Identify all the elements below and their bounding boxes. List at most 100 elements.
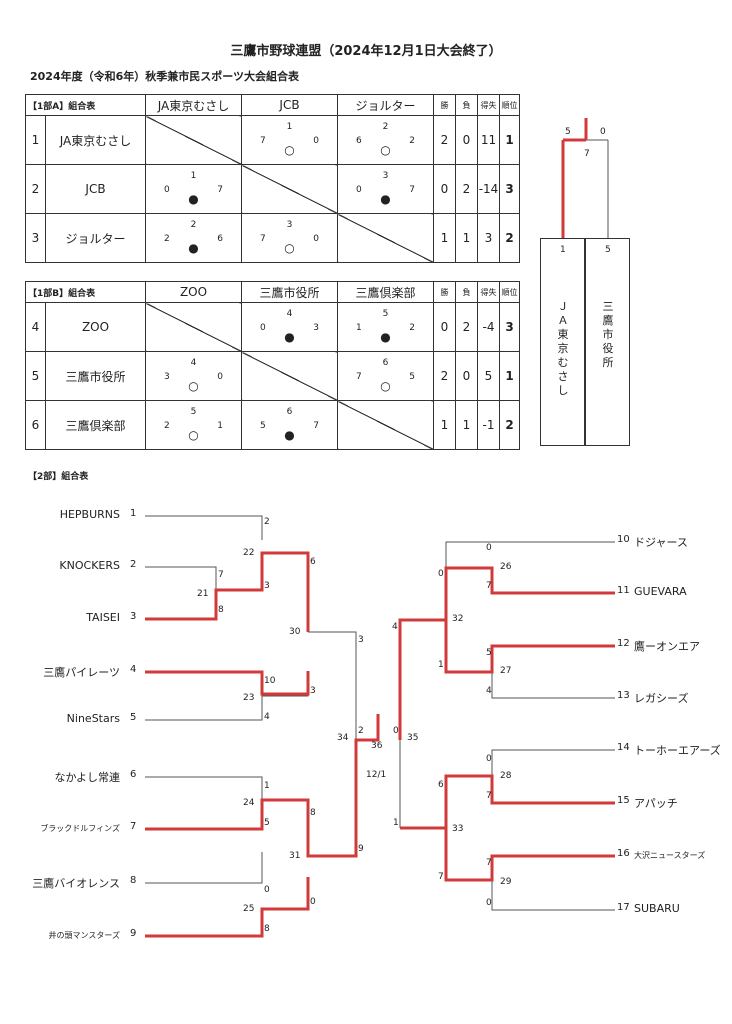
bracket-score: 0	[486, 754, 492, 764]
bracket-score: 3	[264, 581, 270, 591]
bracket-game-number: 35	[407, 733, 419, 743]
score-for: 0	[260, 323, 266, 333]
left-team-name: ブラックドルフィンズ	[40, 824, 120, 833]
bracket-score: 8	[264, 924, 270, 934]
game-number: 2	[382, 122, 389, 132]
left-team-number: 1	[130, 508, 137, 519]
bracket-score: 2	[358, 726, 364, 736]
result-mark: ○	[380, 379, 391, 393]
bracket-game-number: 22	[243, 548, 255, 558]
result-mark: ○	[188, 428, 199, 442]
left-team-name: TAISEI	[86, 611, 120, 624]
left-team-number: 2	[130, 559, 137, 570]
left-team-number: 3	[130, 611, 137, 622]
bracket-score: 4	[486, 686, 492, 696]
score-against: 7	[409, 185, 415, 195]
bracket-game-number: 25	[243, 904, 255, 914]
bracket-score: 6	[438, 780, 444, 790]
final-score-left: 5	[565, 127, 571, 137]
score-for: 3	[164, 372, 170, 382]
page-subtitle: 2024年度（令和6年）秋季兼市民スポーツ大会組合表	[30, 70, 300, 83]
bracket-game-number: 23	[243, 693, 255, 703]
score-against: 0	[313, 234, 319, 244]
left-team-number: 4	[130, 664, 137, 675]
bracket-score: 5	[486, 648, 492, 658]
bracket-score: 0	[310, 897, 316, 907]
self-cell	[241, 164, 338, 214]
team-name: ZOO	[45, 302, 146, 352]
right-team-number: 13	[617, 690, 630, 701]
bracket-score: 4	[392, 622, 398, 632]
game-number: 2	[190, 220, 197, 230]
score-against: 0	[313, 136, 319, 146]
rank: 3	[499, 164, 520, 214]
page-title: 三鷹市野球連盟（2024年12月1日大会終了）	[230, 44, 502, 59]
score-against: 7	[313, 421, 319, 431]
right-team-name: レガシーズ	[634, 692, 689, 705]
score-against: 0	[217, 372, 223, 382]
left-team-number: 9	[130, 928, 137, 939]
bracket-score: 7	[486, 791, 492, 801]
right-team-number: 17	[617, 902, 630, 913]
left-team-number: 7	[130, 821, 137, 832]
game-number: 1	[190, 171, 197, 181]
score-for: 1	[356, 323, 362, 333]
game-number: 6	[286, 407, 293, 417]
right-team-name: 大沢ニュースターズ	[634, 851, 706, 860]
bracket-game-number: 26	[500, 562, 512, 572]
score-against: 1	[217, 421, 223, 431]
final-right-team: 三鷹市役所	[602, 300, 614, 369]
bracket-score: 0	[486, 898, 492, 908]
bracket-score: 1	[438, 660, 444, 670]
game-number: 1	[286, 122, 293, 132]
score-for: 0	[164, 185, 170, 195]
bracket-game-number: 33	[452, 824, 464, 834]
final-game-number: 7	[584, 149, 590, 159]
result-mark: ●	[188, 241, 199, 255]
game-number: 3	[286, 220, 293, 230]
left-team-name: HEPBURNS	[59, 508, 120, 521]
right-team-number: 11	[617, 585, 630, 596]
bracket-score: 8	[218, 605, 224, 615]
score-against: 5	[409, 372, 415, 382]
bracket-score: 1	[264, 781, 270, 791]
result-mark: ●	[188, 192, 199, 206]
game-number: 5	[190, 407, 197, 417]
right-team-number: 16	[617, 848, 630, 859]
bracket-score: 3	[310, 686, 316, 696]
score-against: 2	[409, 323, 415, 333]
left-team-name: KNOCKERS	[59, 559, 120, 572]
bracket-game-number: 21	[197, 589, 209, 599]
right-team-name: トーホーエアーズ	[634, 744, 721, 757]
left-team-number: 5	[130, 712, 137, 723]
match-cell: 2 5 1 ○	[145, 400, 242, 450]
left-team-name: NineStars	[66, 712, 120, 725]
score-for: 7	[356, 372, 362, 382]
final-team-box	[585, 238, 630, 446]
bracket-game-number: 36	[371, 741, 383, 751]
rank: 3	[499, 302, 520, 352]
bracket-score: 7	[218, 570, 224, 580]
right-team-number: 10	[617, 534, 630, 545]
left-team-number: 6	[130, 769, 137, 780]
left-team-name: 井の頭マンスターズ	[48, 931, 120, 940]
team-name: 三鷹倶楽部	[45, 400, 146, 450]
score-against: 6	[217, 234, 223, 244]
result-mark: ●	[284, 428, 295, 442]
bracket-score: 5	[264, 818, 270, 828]
bracket-game-number: 28	[500, 771, 512, 781]
score-for: 2	[164, 421, 170, 431]
game-number: 6	[382, 358, 389, 368]
right-team-name: 鷹ーオンエア	[634, 640, 700, 653]
right-team-name: ドジャース	[634, 536, 688, 549]
bracket-game-number: 27	[500, 666, 512, 676]
score-for: 0	[356, 185, 362, 195]
